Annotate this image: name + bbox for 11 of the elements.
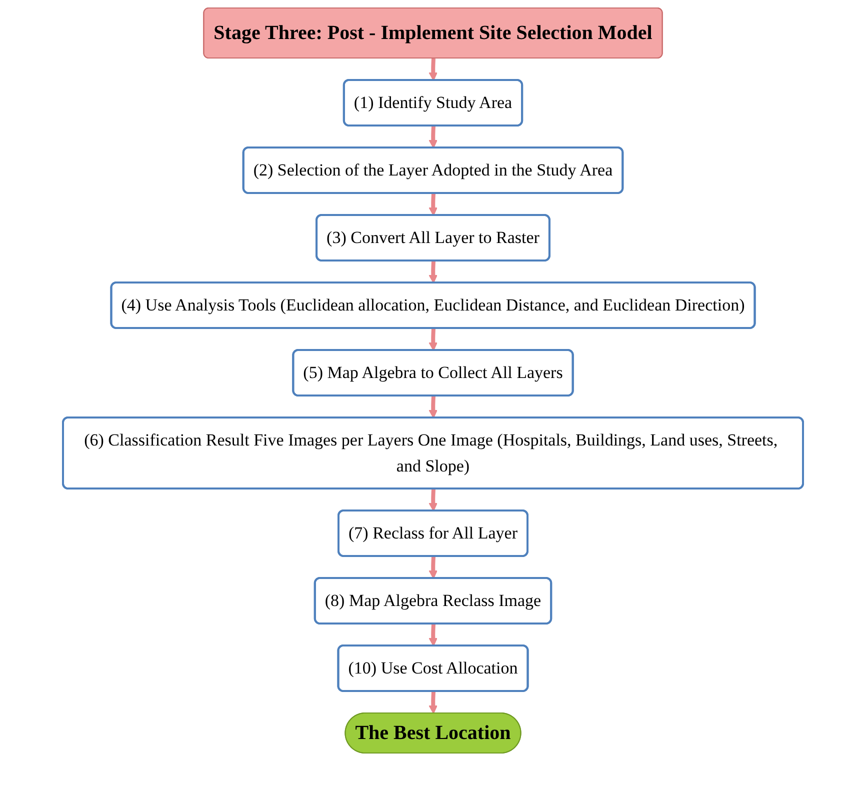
arrow bbox=[428, 396, 438, 418]
arrow bbox=[428, 556, 438, 579]
arrow bbox=[428, 488, 438, 512]
arrow bbox=[428, 624, 438, 646]
arrow bbox=[428, 260, 438, 284]
node-text: (6) Classification Result Five Images per Layers One Image (Hospitals, Buildings, Land uses, Streets, and Slope) bbox=[84, 430, 778, 475]
arrow bbox=[428, 328, 438, 351]
arrow bbox=[428, 193, 438, 216]
arrow bbox=[428, 58, 438, 81]
arrow bbox=[428, 691, 438, 714]
arrow bbox=[428, 126, 438, 148]
